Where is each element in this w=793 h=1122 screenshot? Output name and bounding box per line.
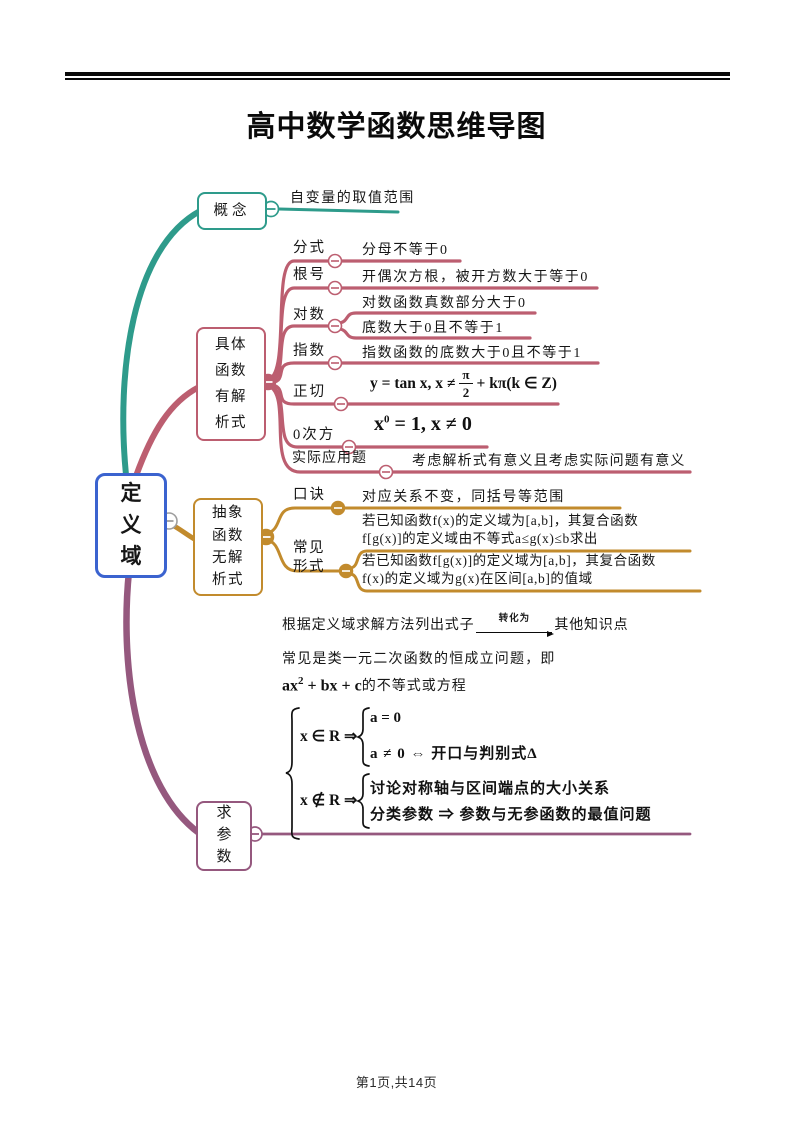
leaf-line-concept	[277, 207, 400, 214]
node-concept-label: 概念	[213, 202, 251, 219]
outer-brace	[285, 707, 300, 840]
param-line1-post: 其他知识点	[554, 618, 629, 633]
node-param: 求参数	[196, 801, 252, 871]
fraction-denominator: 2	[462, 385, 470, 400]
label-fenshi: 分式	[293, 240, 326, 256]
collapse-toggle-changjian	[338, 563, 354, 579]
label-shiji: 实际应用题	[292, 451, 367, 466]
collapse-toggle-zhishu	[327, 355, 343, 371]
leaf-changjian-2-line2: f(x)的定义域为g(x)在区间[a,b]的值域	[362, 571, 593, 586]
leaf-changjian-2-line1: 若已知函数f[g(x)]的定义域为[a,b]，其复合函数	[362, 553, 656, 568]
formula-tangent: y = tan x, x ≠ π 2 + kπ(k ∈ Z)	[370, 368, 557, 399]
leaf-koujue: 对应关系不变，同括号等范围	[362, 490, 565, 505]
label-zhengqie: 正切	[293, 384, 326, 400]
node-abstract-label: 抽象函数无解析式	[212, 505, 244, 589]
label-koujue: 口诀	[293, 487, 326, 503]
node-concrete-label: 具体函数有解析式	[215, 336, 247, 432]
node-concrete: 具体函数有解析式	[196, 327, 266, 441]
node-concept: 概念	[197, 192, 267, 230]
formula-zero-power-rest: = 1, x ≠ 0	[394, 413, 472, 435]
transform-arrow: 转化为	[476, 613, 555, 637]
param-line3-cn: 的不等式或方程	[361, 679, 467, 695]
page-title: 高中数学函数思维导图	[246, 111, 547, 143]
top-rule-thin	[65, 78, 730, 80]
param-line3-sup: 2	[298, 675, 304, 687]
param-line3-math-pre: ax	[282, 677, 298, 695]
formula-zero-power-exp: 0	[384, 413, 390, 426]
param-paragraph-line2: 常见是类一元二次函数的恒成立问题，即	[282, 652, 556, 667]
branch-line-concrete	[133, 384, 202, 479]
param-line1-pre: 根据定义域求解方法列出式子	[282, 618, 475, 633]
fraction-pi-over-2: π 2	[459, 368, 473, 400]
leaf-shiji: 考虑解析式有意义且考虑实际问题有意义	[412, 454, 686, 469]
label-cifang: 0次方	[293, 427, 336, 443]
transform-arrow-label: 转化为	[498, 613, 531, 624]
root-label: 定义域	[120, 481, 142, 569]
case1-condition: x ∈ R ⇒	[300, 728, 358, 745]
label-genhao: 根号	[293, 267, 326, 283]
case2-item2: 分类参数 ⇒ 参数与无参函数的最值问题	[370, 807, 652, 823]
case1-item2: a ≠ 0 ⇔ 开口与判别式Δ	[370, 746, 538, 762]
param-paragraph-line3: ax2 + bx + c 的不等式或方程	[282, 675, 467, 695]
node-param-label: 求参数	[216, 805, 232, 865]
label-duishu: 对数	[293, 307, 326, 323]
leaf-changjian-1-line1: 若已知函数f(x)的定义域为[a,b]，其复合函数	[362, 513, 639, 528]
label-changjian: 常见形式	[293, 540, 325, 575]
leaf-changjian-1: 若已知函数f(x)的定义域为[a,b]，其复合函数 f[g(x)]的定义域由不等…	[362, 512, 638, 548]
case2-condition: x ∉ R ⇒	[300, 792, 358, 809]
page-number: 第1页,共14页	[355, 1075, 438, 1090]
collapse-toggle-cifang	[341, 439, 357, 455]
branch-line-param	[123, 567, 203, 837]
formula-zero-power: x0 = 1, x ≠ 0	[374, 413, 472, 436]
leaf-changjian-1-line2: f[g(x)]的定义域由不等式a≤g(x)≤b求出	[362, 531, 599, 546]
case-braces	[285, 707, 370, 840]
collapse-toggle-zhengqie	[333, 396, 349, 412]
leaf-changjian-2: 若已知函数f[g(x)]的定义域为[a,b]，其复合函数 f(x)的定义域为g(…	[362, 552, 656, 588]
collapse-toggle-duishu	[327, 318, 343, 334]
collapse-toggle-koujue	[330, 500, 346, 516]
collapse-toggle-fenshi	[327, 253, 343, 269]
param-line3-math-post: + bx + c	[303, 677, 362, 695]
formula-tangent-post: + kπ(k ∈ Z)	[476, 375, 557, 392]
collapse-toggle-shiji	[378, 464, 394, 480]
leaf-concept: 自变量的取值范围	[290, 191, 415, 206]
root-node-dingyiyu: 定义域	[95, 473, 167, 578]
leaf-fenshi: 分母不等于0	[362, 243, 449, 258]
leaf-duishu-bottom: 底数大于0且不等于1	[362, 321, 504, 336]
leaf-zhishu: 指数函数的底数大于0且不等于1	[362, 346, 582, 361]
top-rule-thick	[65, 72, 730, 76]
param-paragraph-line1: 根据定义域求解方法列出式子 转化为 其他知识点	[282, 613, 629, 637]
node-abstract: 抽象函数无解析式	[193, 498, 263, 596]
transform-arrow-shaft	[476, 624, 555, 637]
inner-brace-1	[355, 707, 370, 767]
case1-item1: a = 0	[370, 710, 402, 726]
leaf-genhao: 开偶次方根，被开方数大于等于0	[362, 270, 589, 285]
collapse-toggle-genhao	[327, 280, 343, 296]
fraction-numerator: π	[459, 368, 473, 384]
case2-item1: 讨论对称轴与区间端点的大小关系	[370, 781, 611, 797]
formula-tangent-pre: y = tan x, x ≠	[370, 374, 456, 392]
formula-zero-power-base: x	[374, 413, 384, 435]
branch-line-concept	[120, 208, 203, 478]
label-zhishu: 指数	[293, 343, 326, 359]
leaf-duishu-top: 对数函数真数部分大于0	[362, 296, 527, 311]
inner-brace-2	[355, 773, 370, 829]
